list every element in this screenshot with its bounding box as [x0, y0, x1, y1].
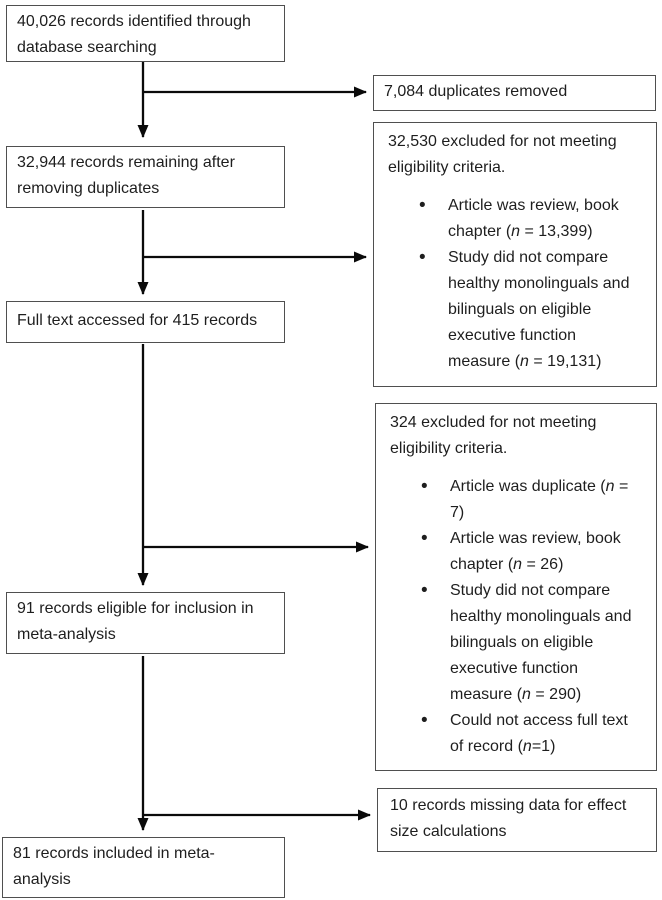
bullet-item: Article was duplicate (n = 7) — [421, 474, 632, 526]
box-full-text-accessed-text: Full text accessed for 415 records — [17, 312, 258, 329]
bullet-item: Study did not compare healthy monolingua… — [421, 578, 632, 708]
bullet-item: Article was review, book chapter (n = 13… — [419, 193, 630, 245]
box-duplicates-removed: 7,084 duplicates removed — [373, 75, 656, 111]
box-records-included: 81 records included in meta-analysis — [2, 837, 285, 898]
box-records-remaining: 32,944 records remaining after removing … — [6, 146, 285, 208]
exclusion-screening-list: Article was review, book chapter (n = 13… — [388, 193, 646, 375]
exclusion-full-text-heading: 324 excluded for not meeting eligibility… — [390, 414, 597, 457]
bullet-item: Could not access full text of record (n=… — [421, 708, 632, 760]
box-missing-data-text: 10 records missing data for effect size … — [390, 797, 627, 840]
box-full-text-accessed: Full text accessed for 415 records — [6, 301, 285, 343]
box-records-identified: 40,026 records identified through databa… — [6, 5, 285, 62]
exclusion-full-text-list: Article was duplicate (n = 7) Article wa… — [390, 474, 646, 760]
box-records-included-text: 81 records included in meta-analysis — [13, 845, 215, 888]
box-missing-data: 10 records missing data for effect size … — [377, 788, 657, 852]
box-records-eligible: 91 records eligible for inclusion in met… — [6, 592, 285, 654]
bullet-item: Article was review, book chapter (n = 26… — [421, 526, 632, 578]
box-exclusion-screening: 32,530 excluded for not meeting eligibil… — [373, 122, 657, 387]
box-records-remaining-text: 32,944 records remaining after removing … — [17, 154, 235, 197]
box-duplicates-removed-text: 7,084 duplicates removed — [384, 83, 568, 100]
box-exclusion-full-text: 324 excluded for not meeting eligibility… — [375, 403, 657, 771]
bullet-item: Study did not compare healthy monolingua… — [419, 245, 630, 375]
exclusion-screening-heading: 32,530 excluded for not meeting eligibil… — [388, 133, 617, 176]
box-records-eligible-text: 91 records eligible for inclusion in met… — [17, 600, 254, 643]
box-records-identified-text: 40,026 records identified through databa… — [17, 13, 251, 56]
